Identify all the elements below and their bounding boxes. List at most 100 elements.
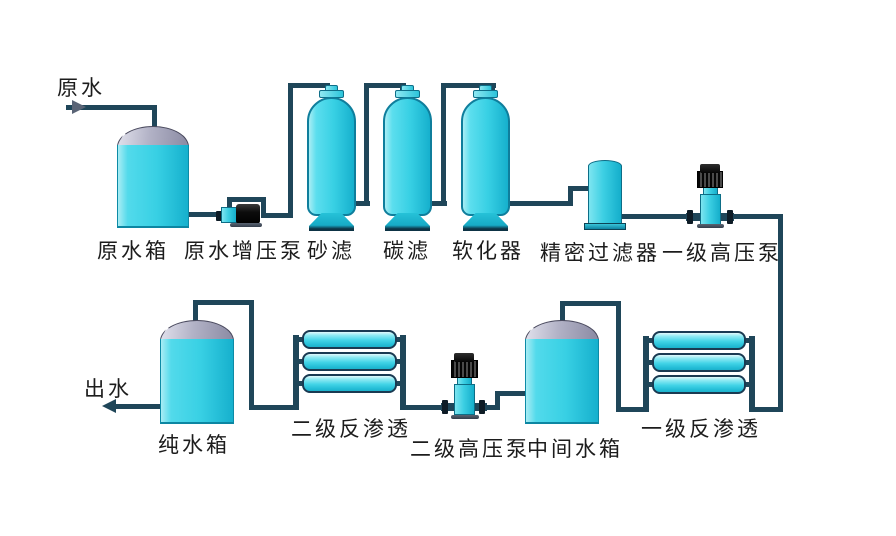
ro1-right-manifold (749, 336, 755, 412)
pump-body (700, 194, 721, 225)
pipe (193, 300, 198, 324)
vessel-body (307, 97, 356, 216)
label-sand-filter: 砂滤 (307, 239, 355, 263)
pipe (297, 337, 304, 342)
ro2-right-manifold (400, 335, 406, 410)
pump-flange-right (479, 400, 485, 414)
pump-motor-cap (454, 353, 474, 362)
membrane-housing (302, 352, 397, 371)
pipe (616, 301, 621, 412)
pipe (249, 405, 296, 410)
pipe (647, 338, 654, 343)
pipe (441, 83, 446, 206)
tank-body (160, 339, 234, 424)
membrane-housing (302, 330, 397, 349)
pipe (568, 186, 592, 191)
pipe (66, 105, 157, 110)
vessel-pedestal (309, 213, 354, 231)
pump-head (221, 207, 237, 223)
pipe (429, 201, 447, 206)
pipe (647, 360, 654, 365)
pipe (744, 382, 751, 387)
tank-body (117, 145, 189, 228)
pipe (568, 186, 573, 206)
label-softener: 软化器 (452, 239, 524, 263)
label-carbon-filter: 碳滤 (383, 239, 431, 263)
pipe (441, 83, 496, 88)
label-stage2-hp-pump: 二级高压泵 (410, 437, 530, 461)
vessel-body (383, 97, 432, 216)
flow-arrow-right-icon (72, 100, 86, 114)
pipe (227, 197, 266, 202)
pipe (490, 83, 495, 93)
pump-base (451, 415, 479, 419)
pump-motor-cap (700, 164, 720, 173)
ro1-left-manifold (643, 336, 649, 412)
membrane-housing (302, 374, 397, 393)
vessel-pedestal (385, 213, 430, 231)
tank-dome (525, 320, 599, 341)
pipe (744, 338, 751, 343)
pipe (364, 83, 369, 206)
pump-flange-left (442, 400, 448, 414)
membrane-housing (652, 375, 746, 394)
vessel-body (461, 97, 510, 216)
membrane-housing (652, 353, 746, 372)
pipe (193, 300, 254, 305)
label-stage2-ro: 二级反渗透 (291, 417, 411, 441)
pipe (227, 197, 232, 210)
label-precision-filter: 精密过滤器 (540, 241, 660, 265)
filter-body (588, 167, 622, 225)
pump-base (230, 223, 262, 227)
vessel-pedestal (463, 213, 508, 231)
pipe (495, 391, 500, 410)
tank-dome (160, 320, 234, 341)
pump-flange-right (727, 210, 733, 224)
pipe (395, 337, 402, 342)
label-water-out: 出水 (84, 377, 132, 401)
pipe (186, 212, 224, 217)
pipe (778, 214, 783, 412)
pipe (297, 359, 304, 364)
pipe (621, 214, 688, 219)
pipe (152, 105, 157, 130)
pump-motor (236, 204, 260, 224)
ro2-left-manifold (293, 335, 299, 410)
pipe (261, 197, 266, 218)
pipe (395, 381, 402, 386)
label-stage1-hp-pump: 一级高压泵 (662, 241, 782, 265)
filter-base-flange (584, 223, 626, 230)
pump-base (697, 224, 724, 228)
pipe (249, 300, 254, 410)
pipe (560, 301, 565, 325)
pump-body (454, 384, 475, 415)
pump-inlet-flange (216, 211, 222, 221)
pipe (482, 405, 500, 410)
pipe (752, 407, 783, 412)
label-intermediate-tank: 中间水箱 (527, 437, 623, 461)
pipe (616, 407, 649, 412)
pipe (647, 382, 654, 387)
pipe (732, 214, 783, 219)
label-raw-water-booster-pump: 原水增压泵 (184, 239, 304, 263)
pipe (395, 359, 402, 364)
pipe (744, 360, 751, 365)
label-raw-water: 原水 (57, 76, 105, 100)
flow-arrow-left-icon (102, 399, 116, 413)
tank-body (525, 339, 599, 424)
pump-flange-left (687, 210, 693, 224)
pipe (560, 301, 621, 306)
pipe (114, 404, 162, 409)
label-pure-water-tank: 纯水箱 (158, 433, 230, 457)
pipe (288, 83, 293, 218)
pump-motor-ribbed (451, 360, 478, 378)
pipe (404, 405, 444, 410)
pump-motor-ribbed (697, 171, 723, 188)
label-raw-water-tank: 原水箱 (97, 239, 169, 263)
pipe (261, 213, 293, 218)
pipe (495, 391, 527, 396)
label-stage1-ro: 一级反渗透 (641, 417, 761, 441)
pipe (508, 201, 573, 206)
tank-dome (117, 126, 189, 147)
